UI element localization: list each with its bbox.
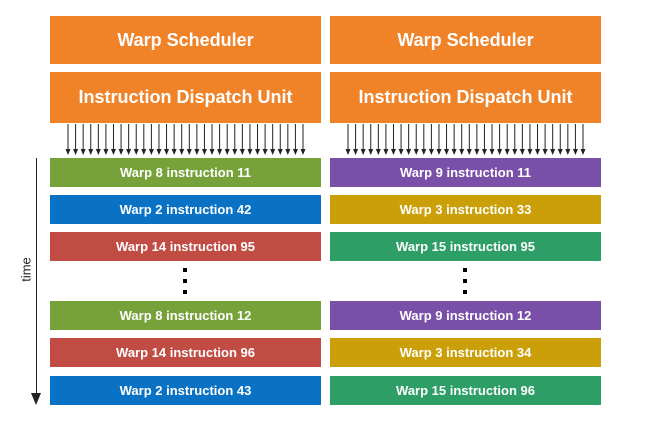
dispatch-arrowhead-icon <box>224 149 230 155</box>
right-warp-scheduler: Warp Scheduler <box>330 16 601 64</box>
dispatch-arrowhead-icon <box>459 149 465 155</box>
dispatch-arrowhead-icon <box>519 149 525 155</box>
dispatch-arrowhead-icon <box>368 149 374 155</box>
dispatch-arrowhead-icon <box>375 149 381 155</box>
left-instruction-row: Warp 2 instruction 43 <box>50 376 321 405</box>
left-instruction-row: Warp 14 instruction 95 <box>50 232 321 261</box>
dispatch-arrowhead-icon <box>239 149 245 155</box>
dispatch-arrowhead-icon <box>232 149 238 155</box>
dispatch-arrowhead-icon <box>95 149 101 155</box>
right-ellipsis <box>460 268 470 294</box>
dispatch-arrowhead-icon <box>65 149 71 155</box>
dispatch-arrowhead-icon <box>421 149 427 155</box>
time-axis-line <box>36 158 37 393</box>
dispatch-arrowhead-icon <box>110 149 116 155</box>
dispatch-arrowhead-icon <box>512 149 518 155</box>
dispatch-arrowhead-icon <box>504 149 510 155</box>
left-instruction-row: Warp 14 instruction 96 <box>50 338 321 367</box>
dispatch-arrowhead-icon <box>277 149 283 155</box>
dispatch-arrowhead-icon <box>360 149 366 155</box>
dispatch-arrowhead-icon <box>88 149 94 155</box>
right-instruction-row: Warp 3 instruction 34 <box>330 338 601 367</box>
dispatch-arrowhead-icon <box>209 149 215 155</box>
right-instruction-row: Warp 15 instruction 95 <box>330 232 601 261</box>
dispatch-arrowhead-icon <box>270 149 276 155</box>
right-instruction-row: Warp 15 instruction 96 <box>330 376 601 405</box>
dispatch-arrowhead-icon <box>557 149 563 155</box>
dispatch-arrowhead-icon <box>292 149 298 155</box>
dispatch-arrowhead-icon <box>572 149 578 155</box>
dispatch-arrowhead-icon <box>217 149 223 155</box>
dispatch-arrowhead-icon <box>156 149 162 155</box>
left-instruction-row: Warp 2 instruction 42 <box>50 195 321 224</box>
dispatch-arrowhead-icon <box>201 149 207 155</box>
dispatch-arrowhead-icon <box>300 149 306 155</box>
dispatch-arrowhead-icon <box>550 149 556 155</box>
dispatch-arrowhead-icon <box>141 149 147 155</box>
dispatch-arrowhead-icon <box>285 149 291 155</box>
right-instruction-row: Warp 9 instruction 11 <box>330 158 601 187</box>
dispatch-arrowhead-icon <box>580 149 586 155</box>
right-instruction-row: Warp 9 instruction 12 <box>330 301 601 330</box>
left-instruction-row: Warp 8 instruction 12 <box>50 301 321 330</box>
dispatch-arrowhead-icon <box>171 149 177 155</box>
dispatch-arrowhead-icon <box>148 149 154 155</box>
dispatch-arrowhead-icon <box>497 149 503 155</box>
dispatch-arrowhead-icon <box>164 149 170 155</box>
dispatch-arrowhead-icon <box>466 149 472 155</box>
dispatch-arrowhead-icon <box>481 149 487 155</box>
time-axis-arrowhead-icon <box>31 393 41 405</box>
dispatch-arrowhead-icon <box>345 149 351 155</box>
dispatch-arrowhead-icon <box>398 149 404 155</box>
dispatch-arrowhead-icon <box>390 149 396 155</box>
dispatch-arrowhead-icon <box>80 149 86 155</box>
dispatch-arrowhead-icon <box>126 149 132 155</box>
dispatch-arrowhead-icon <box>413 149 419 155</box>
dispatch-arrowhead-icon <box>179 149 185 155</box>
dispatch-arrowhead-icon <box>255 149 261 155</box>
dispatch-arrowhead-icon <box>428 149 434 155</box>
left-dispatch-arrows <box>65 124 306 155</box>
dispatch-arrowhead-icon <box>262 149 268 155</box>
dispatch-arrowhead-icon <box>474 149 480 155</box>
right-instruction-dispatch-unit: Instruction Dispatch Unit <box>330 72 601 123</box>
dispatch-arrowhead-icon <box>527 149 533 155</box>
dispatch-arrowhead-icon <box>383 149 389 155</box>
dispatch-arrowhead-icon <box>535 149 541 155</box>
dispatch-arrowhead-icon <box>103 149 109 155</box>
dispatch-arrowhead-icon <box>451 149 457 155</box>
dispatch-arrowhead-icon <box>444 149 450 155</box>
dispatch-arrowhead-icon <box>565 149 571 155</box>
left-instruction-row: Warp 8 instruction 11 <box>50 158 321 187</box>
left-ellipsis <box>180 268 190 294</box>
dispatch-arrowhead-icon <box>542 149 548 155</box>
left-instruction-dispatch-unit: Instruction Dispatch Unit <box>50 72 321 123</box>
dispatch-arrowhead-icon <box>186 149 192 155</box>
dispatch-arrowhead-icon <box>73 149 79 155</box>
left-warp-scheduler: Warp Scheduler <box>50 16 321 64</box>
time-axis-label: time <box>18 257 34 282</box>
dispatch-arrowhead-icon <box>133 149 139 155</box>
dispatch-arrowhead-icon <box>436 149 442 155</box>
dispatch-arrowhead-icon <box>194 149 200 155</box>
dispatch-arrowhead-icon <box>247 149 253 155</box>
right-dispatch-arrows <box>345 124 586 155</box>
dispatch-arrowhead-icon <box>353 149 359 155</box>
right-instruction-row: Warp 3 instruction 33 <box>330 195 601 224</box>
dispatch-arrowhead-icon <box>406 149 412 155</box>
dispatch-arrowhead-icon <box>489 149 495 155</box>
dispatch-arrowhead-icon <box>118 149 124 155</box>
